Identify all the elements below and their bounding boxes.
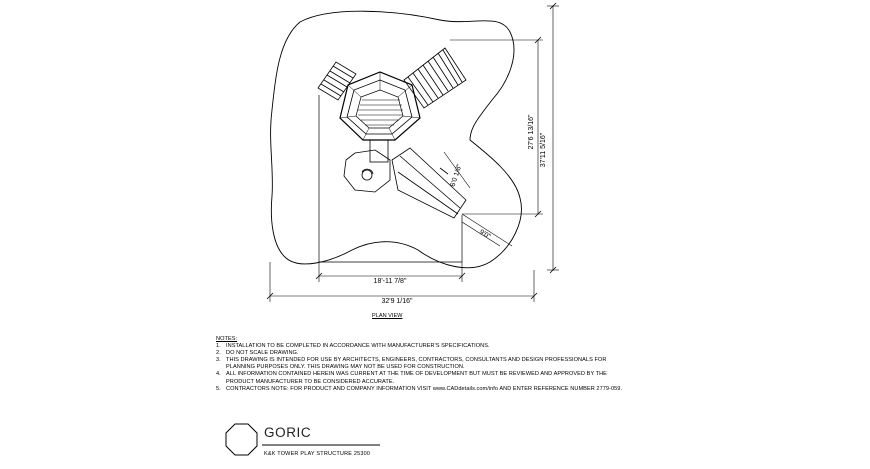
dim-clearance: 9'0" bbox=[478, 229, 492, 241]
notes-block: NOTES: 1. INSTALLATION TO BE COMPLETED I… bbox=[216, 336, 636, 393]
dimension-ticks bbox=[266, 2, 557, 300]
note-number: 3. bbox=[216, 357, 221, 364]
dim-width-inner: 18'-11 7/8" bbox=[374, 278, 407, 285]
dimension-lines bbox=[269, 5, 559, 302]
note-item: 1. INSTALLATION TO BE COMPLETED IN ACCOR… bbox=[216, 343, 636, 350]
spiral-slide bbox=[343, 139, 391, 193]
notes-heading: NOTES: bbox=[216, 336, 238, 342]
note-number: 1. bbox=[216, 343, 221, 350]
plan-view-caption: PLAN VIEW bbox=[372, 313, 403, 319]
note-number: 5. bbox=[216, 385, 221, 392]
note-number: 4. bbox=[216, 371, 221, 378]
note-item: 4. ALL INFORMATION CONTAINED HEREIN WAS … bbox=[216, 371, 636, 385]
note-text: INSTALLATION TO BE COMPLETED IN ACCORDAN… bbox=[226, 343, 490, 350]
safety-zone-outline bbox=[270, 10, 522, 269]
note-item: 3. THIS DRAWING IS INTENDED FOR USE BY A… bbox=[216, 357, 636, 371]
right-bridge-ramp bbox=[403, 47, 467, 109]
hexagon-tower bbox=[339, 71, 421, 141]
structure-boundary bbox=[318, 95, 463, 263]
title-block-subtitle: K&K TOWER PLAY STRUCTURE 25300 bbox=[264, 451, 371, 457]
dim-height-outer: 37'11 5/16" bbox=[540, 132, 547, 167]
dim-height-inner: 27'6 13/16" bbox=[528, 114, 535, 149]
title-block-graphic bbox=[225, 423, 380, 456]
note-text: ALL INFORMATION CONTAINED HEREIN WAS CUR… bbox=[226, 371, 607, 385]
note-text: DO NOT SCALE DRAWING. bbox=[226, 350, 299, 357]
title-block-title: GORIC bbox=[264, 425, 312, 440]
note-item: 5. CONTRACTORS NOTE: FOR PRODUCT AND COM… bbox=[216, 386, 636, 393]
straight-slide bbox=[391, 147, 467, 219]
note-text: CONTRACTORS NOTE: FOR PRODUCT AND COMPAN… bbox=[226, 385, 623, 392]
dim-width-outer: 32'9 1/16" bbox=[381, 298, 413, 305]
left-deck-ladder bbox=[317, 61, 357, 101]
note-item: 2. DO NOT SCALE DRAWING. bbox=[216, 350, 636, 357]
note-text: THIS DRAWING IS INTENDED FOR USE BY ARCH… bbox=[226, 357, 607, 371]
note-number: 2. bbox=[216, 350, 221, 357]
octagon-logo-icon bbox=[225, 423, 258, 456]
title-block: GORIC K&K TOWER PLAY STRUCTURE 25300 bbox=[222, 421, 382, 464]
dim-slide-length: 6'0 1/8" bbox=[450, 163, 464, 188]
